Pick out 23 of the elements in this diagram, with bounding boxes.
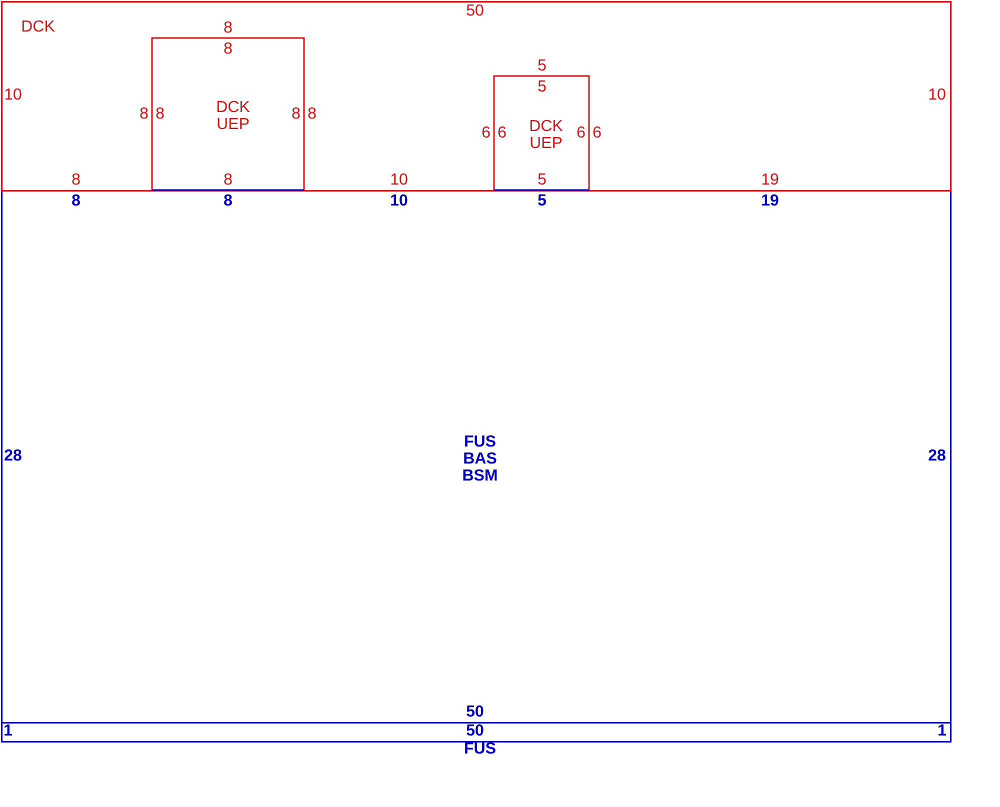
dimension-label: 6 xyxy=(577,126,585,138)
dimension-label: 5 xyxy=(538,194,546,206)
dimension-label: 50 xyxy=(466,705,484,717)
dimension-label: 5 xyxy=(538,173,546,185)
node-label: FUS xyxy=(465,742,496,754)
dimension-label: 6 xyxy=(498,126,506,138)
dimension-label: 5 xyxy=(538,80,546,92)
dimension-label: 19 xyxy=(762,194,778,206)
dimension-label: 10 xyxy=(391,194,408,206)
dimension-label: 8 xyxy=(224,194,232,206)
dimension-label: 1 xyxy=(938,724,946,736)
dimension-label: 1 xyxy=(4,724,12,736)
dimension-label: 8 xyxy=(72,194,80,206)
dimension-label: 10 xyxy=(929,88,946,100)
dimension-label: 28 xyxy=(928,449,946,461)
dimension-label: 8 xyxy=(224,42,232,54)
dimension-label: 8 xyxy=(224,173,232,185)
dimension-label: 28 xyxy=(4,449,22,461)
dimension-label: 8 xyxy=(156,107,164,119)
dimension-label: 50 xyxy=(466,4,484,16)
dimension-label: 10 xyxy=(5,88,22,100)
dimension-label: 8 xyxy=(292,107,300,119)
dimension-label: 50 xyxy=(466,724,484,736)
